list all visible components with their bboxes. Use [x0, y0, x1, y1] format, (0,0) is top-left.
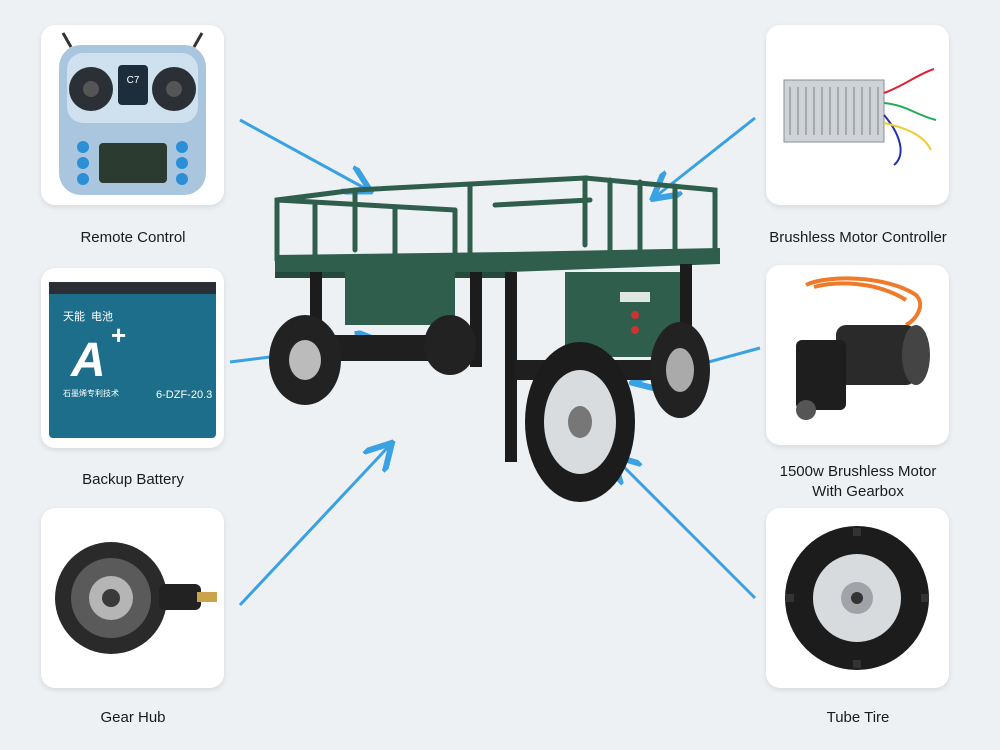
remote-screen-text: C7 — [127, 75, 140, 86]
rear-left-tire — [269, 315, 341, 405]
battery-icon: 天能 电池 A + 石墨烯专利技术 6-DZF-20.3 — [49, 282, 216, 438]
remote-controller-icon: C7 — [59, 32, 206, 195]
electric-cart-image — [269, 175, 720, 502]
battery-tagline: 石墨烯专利技术 — [63, 388, 119, 398]
brushless-motor-card — [766, 265, 949, 445]
gear-hub-label: Gear Hub — [100, 709, 166, 726]
brushless-motor-controller-card — [766, 25, 949, 205]
front-left-tire — [525, 342, 635, 502]
tube-tire-icon — [785, 526, 929, 670]
battery-model: 6-DZF-20.3 — [156, 389, 212, 401]
gear-hub-icon — [55, 542, 217, 654]
tube-tire-card — [766, 508, 949, 688]
battery-brand-suffix: 电池 — [91, 310, 113, 323]
front-right-tire — [650, 322, 710, 418]
tube-tire-label: Tube Tire — [826, 709, 890, 726]
motor-gearbox-icon — [796, 276, 930, 420]
remote-control-card: C7 — [41, 25, 224, 205]
battery-brand: 天能 — [63, 309, 85, 323]
motor-controller-icon — [783, 68, 937, 166]
battery-grade: A — [70, 334, 106, 387]
backup-battery-label: Backup Battery — [82, 471, 184, 488]
backup-battery-card: 天能 电池 A + 石墨烯专利技术 6-DZF-20.3 — [41, 268, 224, 448]
remote-control-label: Remote Control — [80, 229, 186, 246]
gear-hub-card — [41, 508, 224, 688]
brushless-motor-label: 1500w Brushless Motor With Gearbox — [779, 463, 937, 500]
svg-text:+: + — [111, 320, 126, 350]
brushless-motor-controller-label: Brushless Motor Controller — [769, 229, 947, 246]
rear-right-tire — [424, 315, 476, 375]
